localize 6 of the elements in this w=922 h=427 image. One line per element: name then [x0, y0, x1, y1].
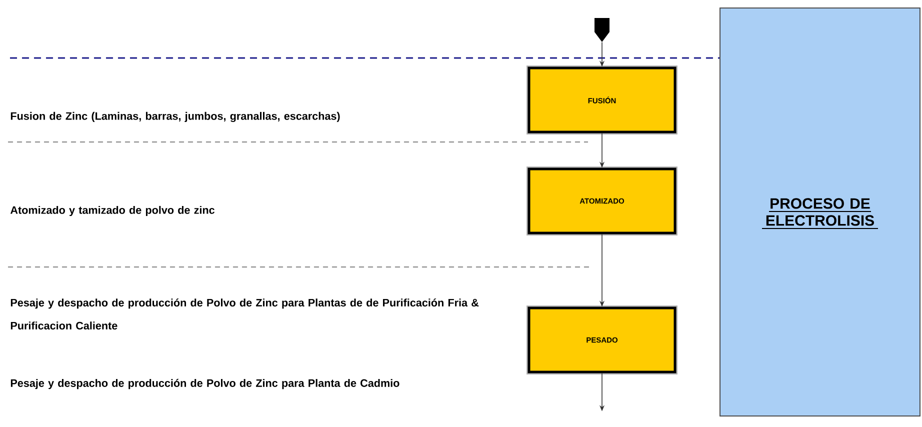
off-page-connector	[594, 18, 610, 42]
note-text: Pesaje y despacho de producción de Polvo de Zinc para Plantas de de Purificación Fria & Purificacion Caliente	[10, 298, 479, 330]
process-panel: PROCESO DE ELECTROLISIS	[720, 8, 920, 416]
note-text: Pesaje y despacho de producción de Polvo de Zinc para Planta de Cadmio	[10, 378, 400, 390]
note-text: Atomizado y tamizado de polvo de zinc	[10, 206, 214, 216]
note-text: Fusion de Zinc (Laminas, barras, jumbos, granallas, escarchas)	[10, 112, 340, 122]
